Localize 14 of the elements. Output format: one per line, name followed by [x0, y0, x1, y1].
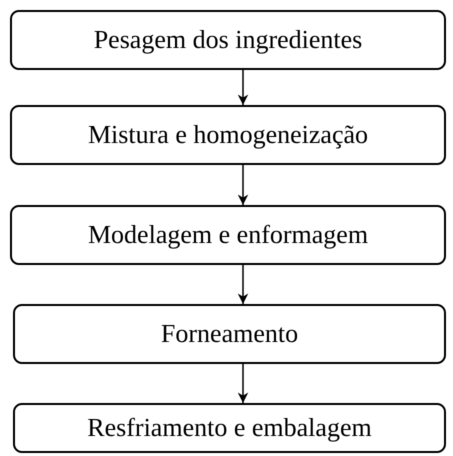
arrow — [238, 165, 248, 205]
step-label: Resfriamento e embalagem — [87, 413, 372, 443]
process-box — [13, 403, 446, 453]
process-box — [10, 10, 446, 70]
process-box — [10, 205, 446, 265]
step-label: Modelagem e enformagem — [88, 220, 368, 250]
arrow — [238, 265, 248, 304]
process-box — [13, 304, 446, 364]
arrow — [238, 70, 248, 105]
arrow — [238, 364, 248, 403]
process-box — [10, 105, 446, 165]
step-label: Pesagem dos ingredientes — [94, 25, 362, 55]
step-label: Forneamento — [160, 319, 298, 349]
step-label: Mistura e homogeneização — [88, 120, 368, 150]
